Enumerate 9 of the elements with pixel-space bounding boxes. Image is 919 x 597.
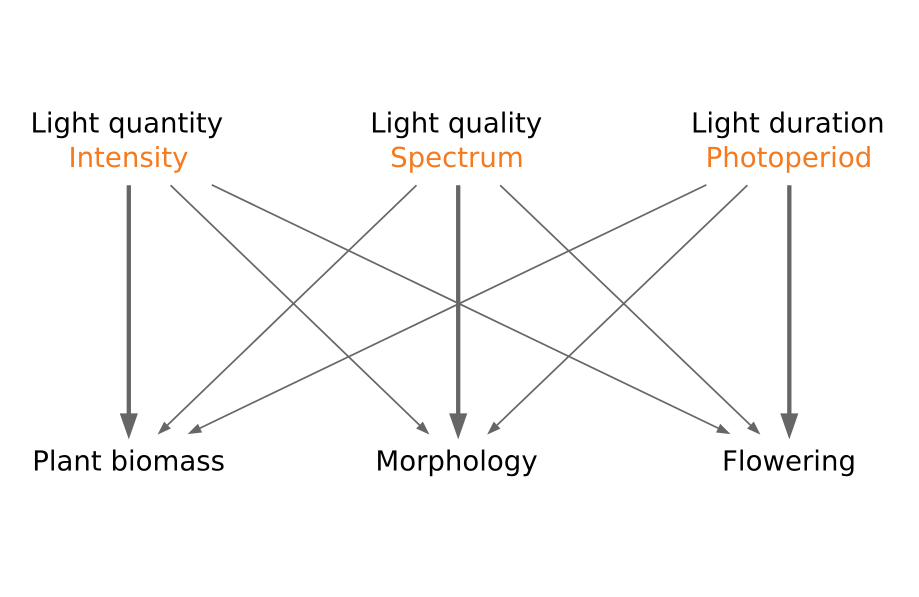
- arrow: [120, 185, 138, 440]
- node-text: Light duration Photoperiod: [691, 106, 885, 174]
- node-text: Light quality Spectrum: [370, 106, 542, 174]
- arrow: [780, 185, 798, 440]
- node-text: Flowering: [722, 444, 856, 478]
- node-text: Plant biomass: [32, 444, 226, 478]
- arrow: [449, 185, 468, 440]
- node-text: Morphology: [375, 444, 538, 478]
- node-text: Light quantity Intensity: [30, 106, 224, 174]
